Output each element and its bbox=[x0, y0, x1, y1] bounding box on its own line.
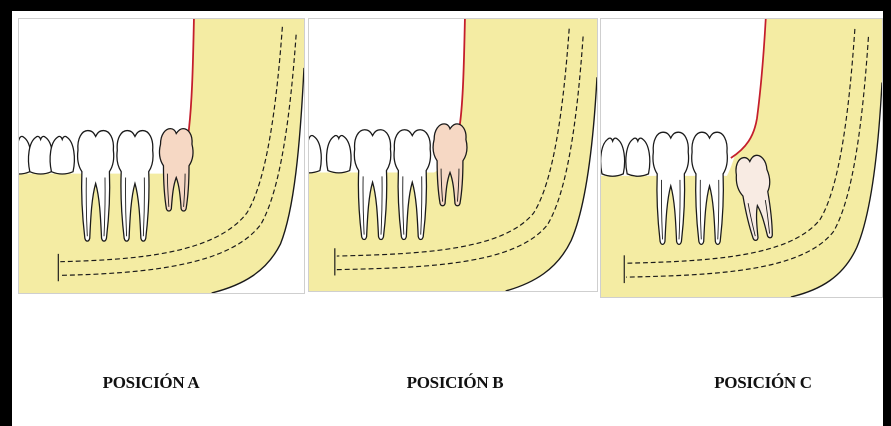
panel-position-b bbox=[308, 18, 598, 292]
label-position-a: POSICIÓN A bbox=[81, 371, 221, 395]
premolar bbox=[327, 136, 352, 173]
frame-border-right bbox=[883, 0, 891, 426]
premolar bbox=[626, 138, 650, 176]
label-position-b: POSICIÓN B bbox=[385, 371, 525, 395]
premolar bbox=[601, 138, 625, 176]
panel-position-a bbox=[18, 18, 305, 294]
panel-position-c bbox=[600, 18, 883, 298]
premolar bbox=[50, 136, 74, 173]
frame-border-left bbox=[0, 0, 12, 426]
premolar bbox=[308, 136, 321, 173]
frame-border-top bbox=[0, 0, 891, 11]
label-position-c: POSICIÓN C bbox=[693, 371, 833, 395]
premolar bbox=[28, 136, 52, 173]
